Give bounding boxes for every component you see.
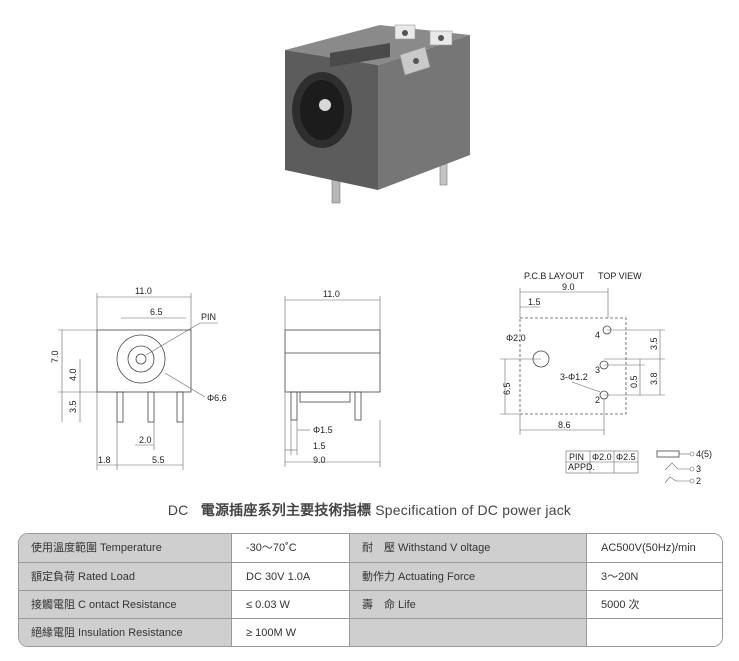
spec-value-2: AC500V(50Hz)/min — [586, 534, 722, 562]
technical-drawings: 11.0 6.5 PIN Φ6.6 7.0 4 — [0, 255, 739, 486]
pcb-layout: P.C.B LAYOUT TOP VIEW 9.0 1.5 Φ2.0 4 3 2… — [500, 271, 712, 486]
schematic-label-3: 3 — [696, 464, 701, 474]
pin-number-2: 2 — [595, 395, 600, 405]
spec-value-2: 3～20N — [586, 563, 722, 591]
pin-number-4: 4 — [595, 330, 600, 340]
layout-vert-r2-label: 0.5 — [629, 375, 639, 388]
layout-top-width-label: 9.0 — [562, 282, 575, 292]
spec-row: 使用溫度範圍 Temperature -30～70˚C 耐 壓 Withstan… — [19, 534, 722, 562]
front-view: 11.0 6.5 PIN Φ6.6 7.0 4 — [50, 286, 227, 470]
side-pin-dia-label: Φ1.5 — [313, 425, 333, 435]
layout-vert-r3-label: 3.8 — [649, 372, 659, 385]
side-view: 11.0 Φ1.5 1.5 9.0 — [284, 289, 381, 467]
front-inner-label: 6.5 — [150, 307, 163, 317]
layout-left-off-label: 1.5 — [528, 297, 541, 307]
front-base-label: 3.5 — [68, 400, 78, 413]
pin-label: PIN — [201, 312, 216, 322]
layout-hole-small-label: 3-Φ1.2 — [560, 372, 588, 382]
dc-jack-photo — [250, 5, 490, 210]
pin-table: PIN Φ2.0 Φ2.5 APPD. — [565, 450, 639, 474]
spec-label: 使用溫度範圍 Temperature — [19, 534, 231, 562]
side-depth-label: 9.0 — [313, 455, 326, 465]
top-view-title: TOP VIEW — [598, 271, 642, 281]
spec-label-2 — [349, 619, 586, 646]
spec-label-2: 動作力 Actuating Force — [349, 563, 586, 591]
pin-table-appd: APPD. — [568, 462, 595, 472]
jack-schematic: 4(5) 3 2 — [656, 449, 712, 486]
spec-row: 接觸電阻 C ontact Resistance ≤ 0.03 W 壽 命 Li… — [19, 590, 722, 619]
front-pin-gap-label: 2.0 — [139, 435, 152, 445]
spec-value-2: 5000 次 — [586, 591, 722, 619]
spec-label: 額定負荷 Rated Load — [19, 563, 231, 591]
layout-bottom-label: 8.6 — [558, 420, 571, 430]
schematic-label-4-5: 4(5) — [696, 449, 712, 459]
front-width-label: 11.0 — [135, 286, 152, 296]
caption-prefix: DC — [167, 502, 189, 518]
caption-english: Specification of DC power jack — [375, 502, 572, 518]
pin-table-header-pin: PIN — [569, 452, 584, 462]
side-width-label: 11.0 — [323, 289, 340, 299]
pcb-layout-title: P.C.B LAYOUT — [524, 271, 585, 281]
front-center-label: 4.0 — [68, 368, 78, 381]
spec-label: 接觸電阻 C ontact Resistance — [19, 591, 231, 619]
spec-row: 絕緣電阻 Insulation Resistance ≥ 100M W — [19, 618, 722, 646]
layout-vert-left-label: 6.5 — [502, 382, 512, 395]
layout-hole-big-label: Φ2.0 — [506, 333, 526, 343]
spec-value-2 — [586, 619, 722, 646]
caption-chinese: 電源插座系列主要技術指標 — [200, 502, 372, 518]
front-left-off-label: 1.8 — [98, 455, 111, 465]
layout-vert-r1-label: 3.5 — [649, 337, 659, 350]
spec-label-2: 壽 命 Life — [349, 591, 586, 619]
spec-caption: DC 電源插座系列主要技術指標 Specification of DC powe… — [0, 500, 739, 520]
spec-value: -30～70˚C — [231, 534, 349, 562]
spec-table: 使用溫度範圍 Temperature -30～70˚C 耐 壓 Withstan… — [18, 533, 723, 647]
pin-table-header-25: Φ2.5 — [616, 452, 636, 462]
front-dia-label: Φ6.6 — [207, 393, 227, 403]
spec-value: DC 30V 1.0A — [231, 563, 349, 591]
spec-label-2: 耐 壓 Withstand V oltage — [349, 534, 586, 562]
spec-row: 額定負荷 Rated Load DC 30V 1.0A 動作力 Actuatin… — [19, 562, 722, 591]
schematic-label-2: 2 — [696, 476, 701, 485]
spec-value: ≤ 0.03 W — [231, 591, 349, 619]
front-height-label: 7.0 — [50, 350, 60, 363]
pin-table-header-20: Φ2.0 — [592, 452, 612, 462]
side-pin-off-label: 1.5 — [313, 441, 326, 451]
front-right-off-label: 5.5 — [152, 455, 165, 465]
pin-number-3: 3 — [595, 365, 600, 375]
spec-label: 絕緣電阻 Insulation Resistance — [19, 619, 231, 646]
spec-value: ≥ 100M W — [231, 619, 349, 646]
